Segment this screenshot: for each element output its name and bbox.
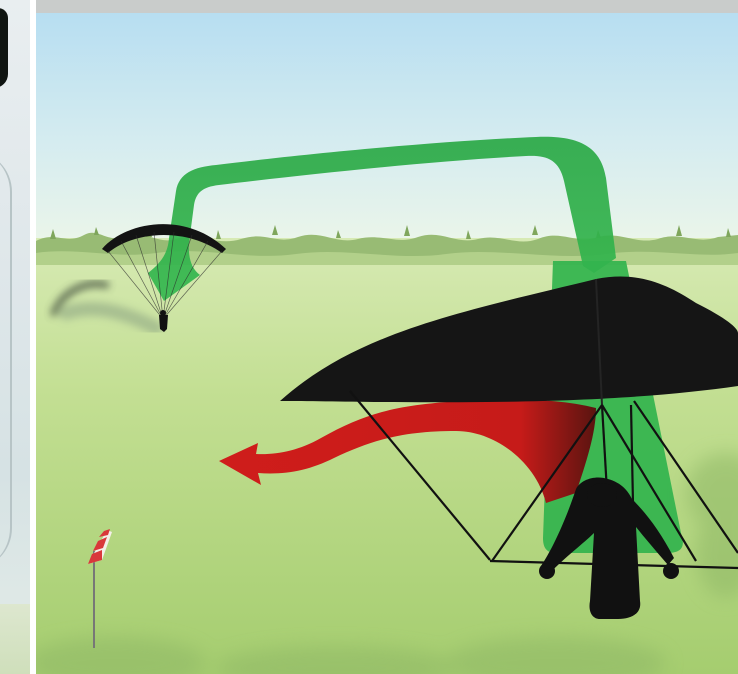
green-foot-strip — [0, 604, 30, 674]
landing-illustration — [36, 13, 738, 674]
sky — [36, 13, 738, 248]
grey-curve-line — [0, 150, 12, 570]
dark-corner-shape — [0, 8, 8, 88]
top-grey-bar — [36, 0, 738, 13]
adjacent-image-sliver — [0, 0, 30, 674]
